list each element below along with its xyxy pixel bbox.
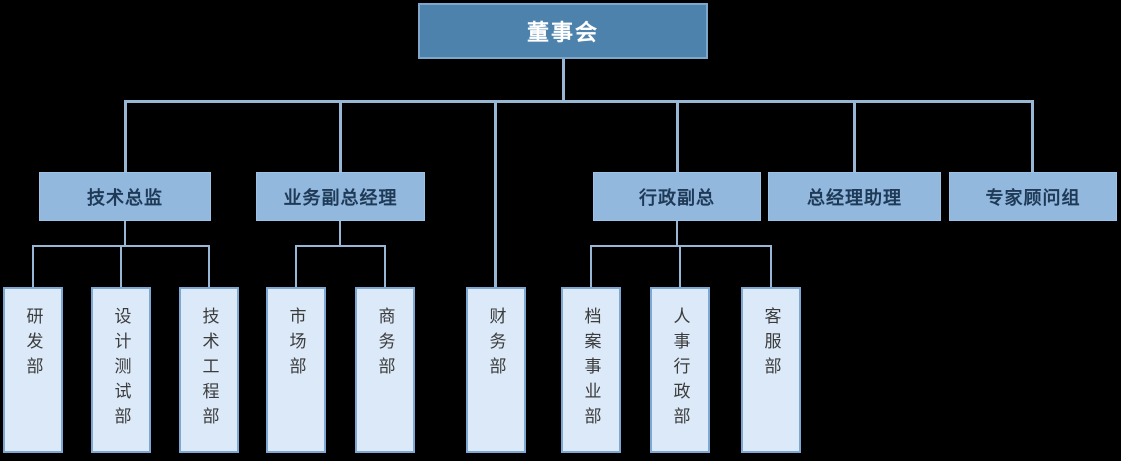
connector-line [120, 245, 122, 288]
node-label: 总经理助理 [807, 187, 902, 208]
connector-line [679, 245, 681, 288]
node-tech-director: 技术总监 [39, 172, 211, 221]
node-hr-admin-dept: 人事行政部 [650, 287, 710, 453]
node-label: 专家顾问组 [985, 187, 1081, 208]
node-tech-engineering-dept: 技术工程部 [179, 287, 239, 453]
node-label: 市场部 [286, 307, 306, 382]
node-label: 行政副总 [639, 187, 715, 208]
connector-line [208, 245, 210, 288]
node-design-test-dept: 设计测试部 [91, 287, 151, 453]
node-label: 技术总监 [87, 187, 163, 208]
node-archives-dept: 档案事业部 [561, 287, 621, 453]
connector-line [124, 221, 126, 247]
node-label: 档案事业部 [581, 307, 601, 432]
connector-line [124, 100, 1034, 103]
connector-line [295, 245, 297, 288]
node-label: 业务副总经理 [283, 187, 398, 208]
connector-line [339, 221, 341, 247]
node-label: 财务部 [486, 307, 506, 382]
connector-line [32, 245, 34, 288]
node-label: 董事会 [526, 20, 599, 45]
node-finance-dept: 财务部 [466, 287, 526, 453]
connector-line [1031, 100, 1034, 173]
node-expert-advisors: 专家顾问组 [949, 172, 1117, 221]
connector-line [124, 100, 127, 173]
connector-line [494, 100, 497, 288]
connector-line [853, 100, 856, 173]
node-label: 研发部 [23, 307, 43, 382]
connector-line [562, 59, 565, 103]
node-label: 人事行政部 [670, 307, 690, 432]
node-customer-service-dept: 客服部 [741, 287, 801, 453]
node-business-deputy-gm: 业务副总经理 [256, 172, 425, 221]
connector-line [384, 245, 386, 288]
node-label: 技术工程部 [199, 307, 219, 432]
connector-line [295, 245, 386, 247]
node-label: 客服部 [761, 307, 781, 382]
connector-line [770, 245, 772, 288]
node-admin-deputy: 行政副总 [593, 172, 761, 221]
connector-line [590, 245, 592, 288]
node-business-dept: 商务部 [355, 287, 415, 453]
connector-line [339, 100, 342, 173]
connector-line [590, 245, 772, 247]
node-rd-dept: 研发部 [3, 287, 63, 453]
node-label: 商务部 [375, 307, 395, 382]
connector-line [676, 100, 679, 173]
node-marketing-dept: 市场部 [266, 287, 326, 453]
node-label: 设计测试部 [111, 307, 131, 432]
node-gm-assistant: 总经理助理 [768, 172, 941, 221]
connector-line [676, 221, 678, 247]
node-board-of-directors: 董事会 [418, 3, 708, 59]
